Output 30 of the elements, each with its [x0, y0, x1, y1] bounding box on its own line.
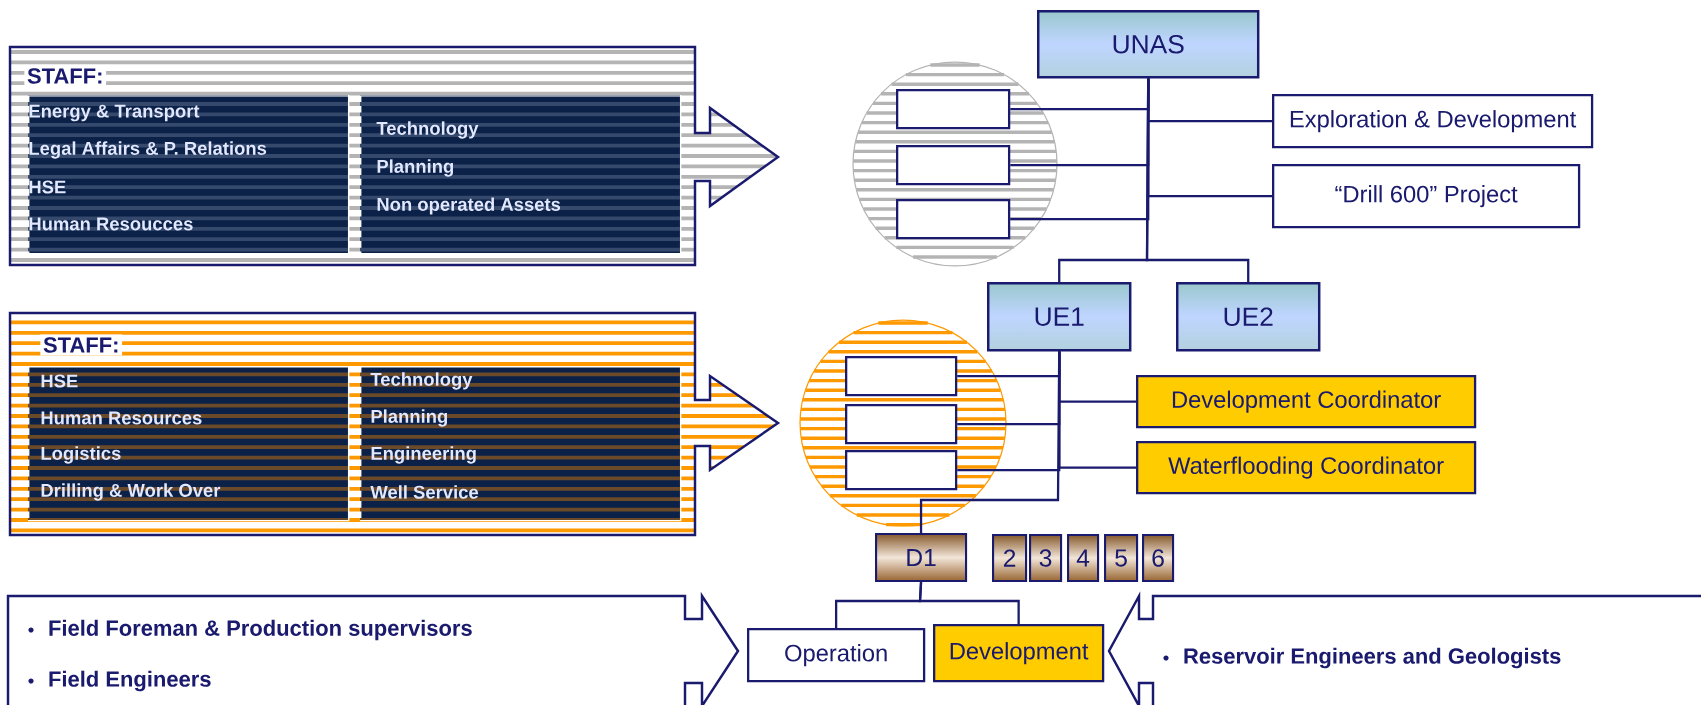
connector-line: [1145, 78, 1250, 282]
empty-box: [896, 145, 1011, 186]
district-box: 3: [1029, 534, 1063, 583]
empty-box: [845, 356, 958, 397]
staff-arrow-panel: Reservoir Engineers and Geologists: [1107, 591, 1701, 705]
coordinator-box: Development Coordinator: [1136, 375, 1477, 429]
empty-box: [896, 89, 1011, 130]
staff-arrow-panel: Field Foreman & Production supervisors Field Engineers: [6, 591, 740, 705]
district-box: 2: [992, 534, 1028, 583]
empty-box: [845, 404, 958, 445]
department-list-box: HSE Human Resources Logistics Drilling & Work Over: [28, 366, 350, 522]
district-box: 4: [1067, 534, 1100, 583]
department-list-box: Technology Planning Engineering Well Service: [360, 366, 682, 522]
district-box: 5: [1104, 534, 1139, 583]
district-box: D1: [875, 533, 968, 583]
org-box: “Drill 600” Project: [1272, 164, 1581, 229]
unit-box: UNAS: [1037, 10, 1260, 79]
org-box: Exploration & Development: [1272, 94, 1594, 149]
department-list-box: Energy & Transport Legal Affairs & P. Relations HSE Human Resoucces: [28, 95, 350, 255]
unit-box: UE2: [1176, 282, 1321, 352]
district-box: 6: [1142, 534, 1175, 583]
coordinator-box: Development: [933, 624, 1105, 683]
unit-box: UE1: [987, 282, 1132, 352]
department-list-box: Technology Planning Non operated Assets: [360, 95, 682, 255]
org-box: Operation: [747, 628, 926, 683]
connector-line: [918, 582, 1020, 624]
empty-box: [896, 199, 1011, 240]
connector-line: [919, 351, 1061, 533]
coordinator-box: Waterflooding Coordinator: [1136, 441, 1477, 495]
empty-box: [845, 450, 958, 491]
